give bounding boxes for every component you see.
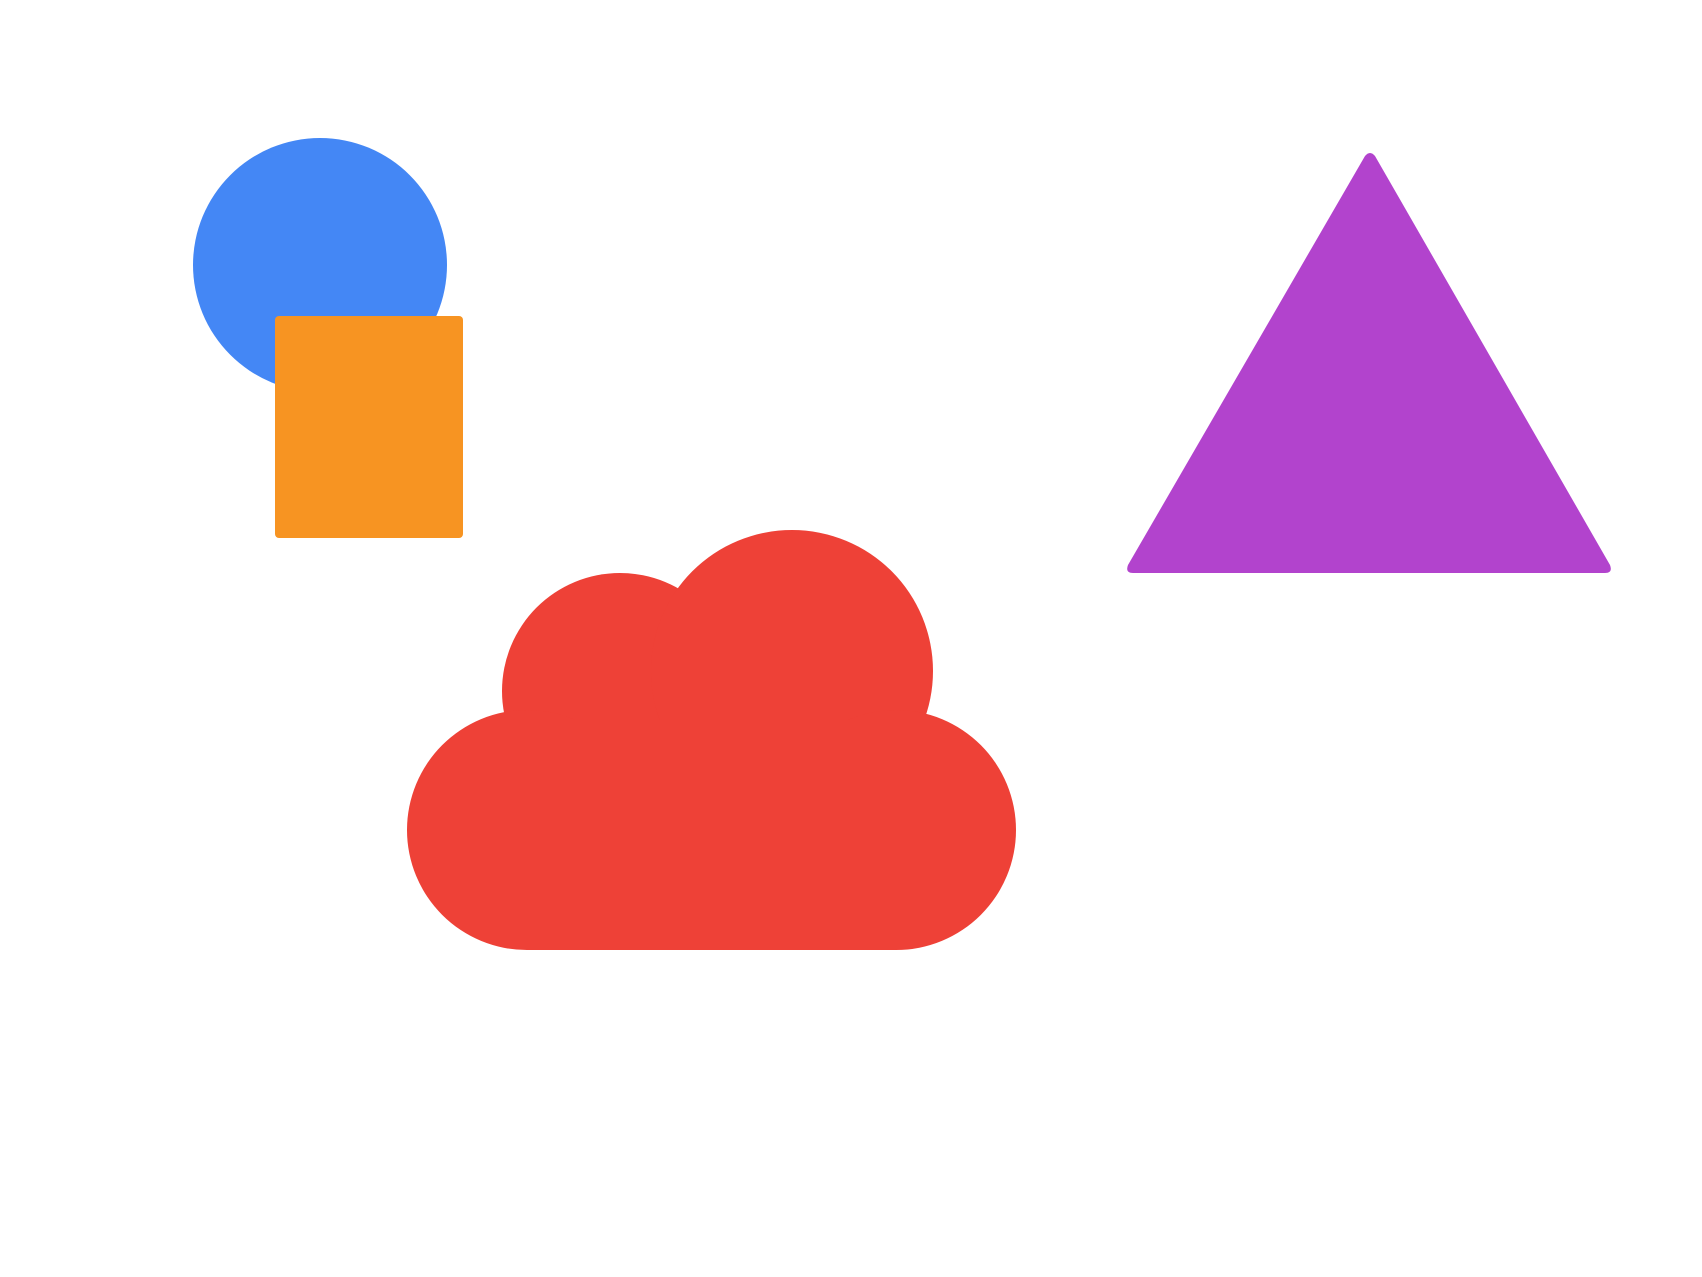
red-cloud-shape[interactable] [407, 530, 1016, 950]
purple-triangle-shape[interactable] [1127, 153, 1611, 573]
orange-square-shape[interactable] [275, 316, 463, 538]
